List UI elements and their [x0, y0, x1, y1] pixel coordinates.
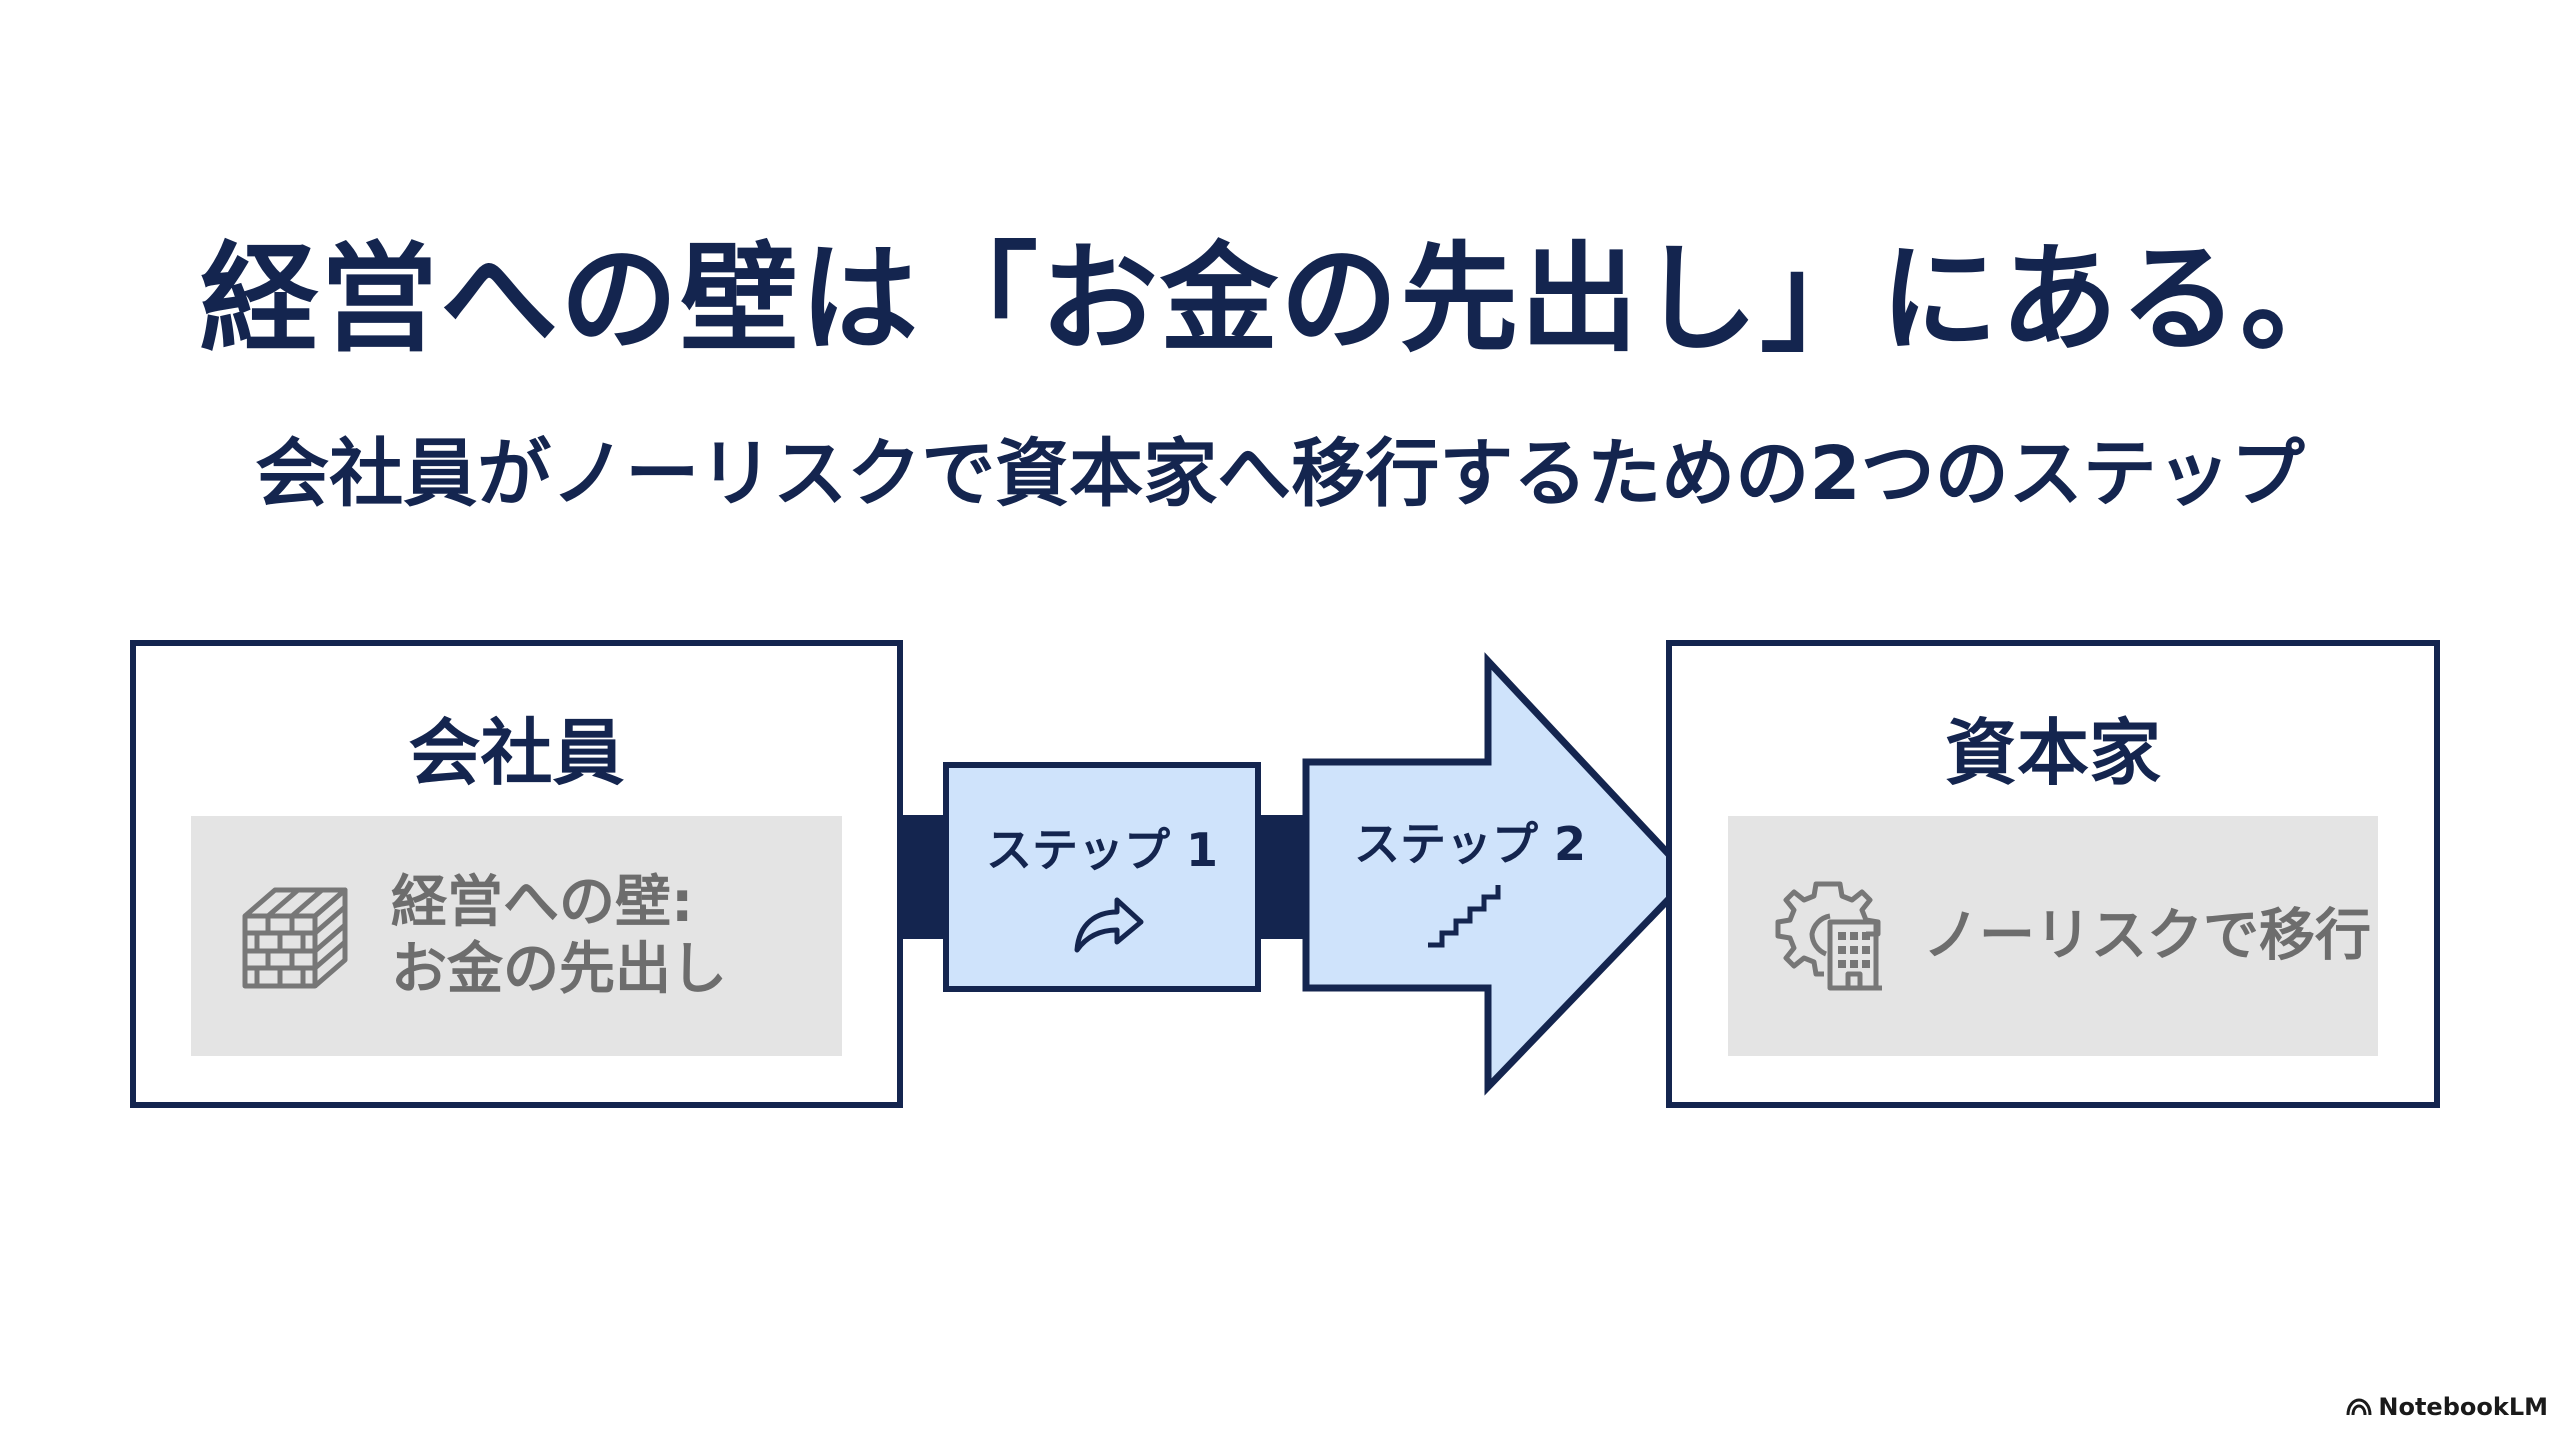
stairs-icon	[1428, 885, 1501, 948]
slide-title: 経営への壁は「お金の先出し」にある。	[199, 230, 2360, 368]
employee-box-title: 会社員	[408, 711, 625, 795]
employee-panel-line2: お金の先出し	[391, 937, 727, 1002]
connector-bar-1	[900, 815, 950, 939]
employee-panel: 経営への壁: お金の先出し	[191, 816, 842, 1056]
step1-label: ステップ 1	[985, 823, 1219, 877]
watermark-text: NotebookLM	[2378, 1393, 2548, 1421]
curved-arrow-icon	[1074, 897, 1144, 953]
capitalist-box: 資本家	[1666, 640, 2440, 1108]
notebooklm-logo-icon	[2346, 1398, 2372, 1416]
capitalist-panel: ノーリスクで移行	[1728, 816, 2378, 1056]
step2-label: ステップ 2	[1353, 817, 1587, 871]
connector-bar-2	[1255, 815, 1305, 939]
capitalist-panel-text: ノーリスクで移行	[1923, 903, 2371, 969]
brick-wall-icon	[242, 887, 348, 989]
employee-box: 会社員	[130, 640, 903, 1108]
employee-panel-line1: 経営への壁:	[391, 869, 694, 935]
employee-panel-text: 経営への壁: お金の先出し	[391, 869, 727, 1003]
notebooklm-watermark: NotebookLM	[2346, 1393, 2548, 1421]
slide-subtitle: 会社員がノーリスクで資本家へ移行するための2つのステップ	[255, 431, 2305, 517]
step2-arrow	[1302, 652, 1695, 1096]
step1-box: ステップ 1	[943, 762, 1261, 992]
capitalist-box-title: 資本家	[1944, 711, 2161, 795]
gear-building-icon	[1775, 881, 1882, 991]
